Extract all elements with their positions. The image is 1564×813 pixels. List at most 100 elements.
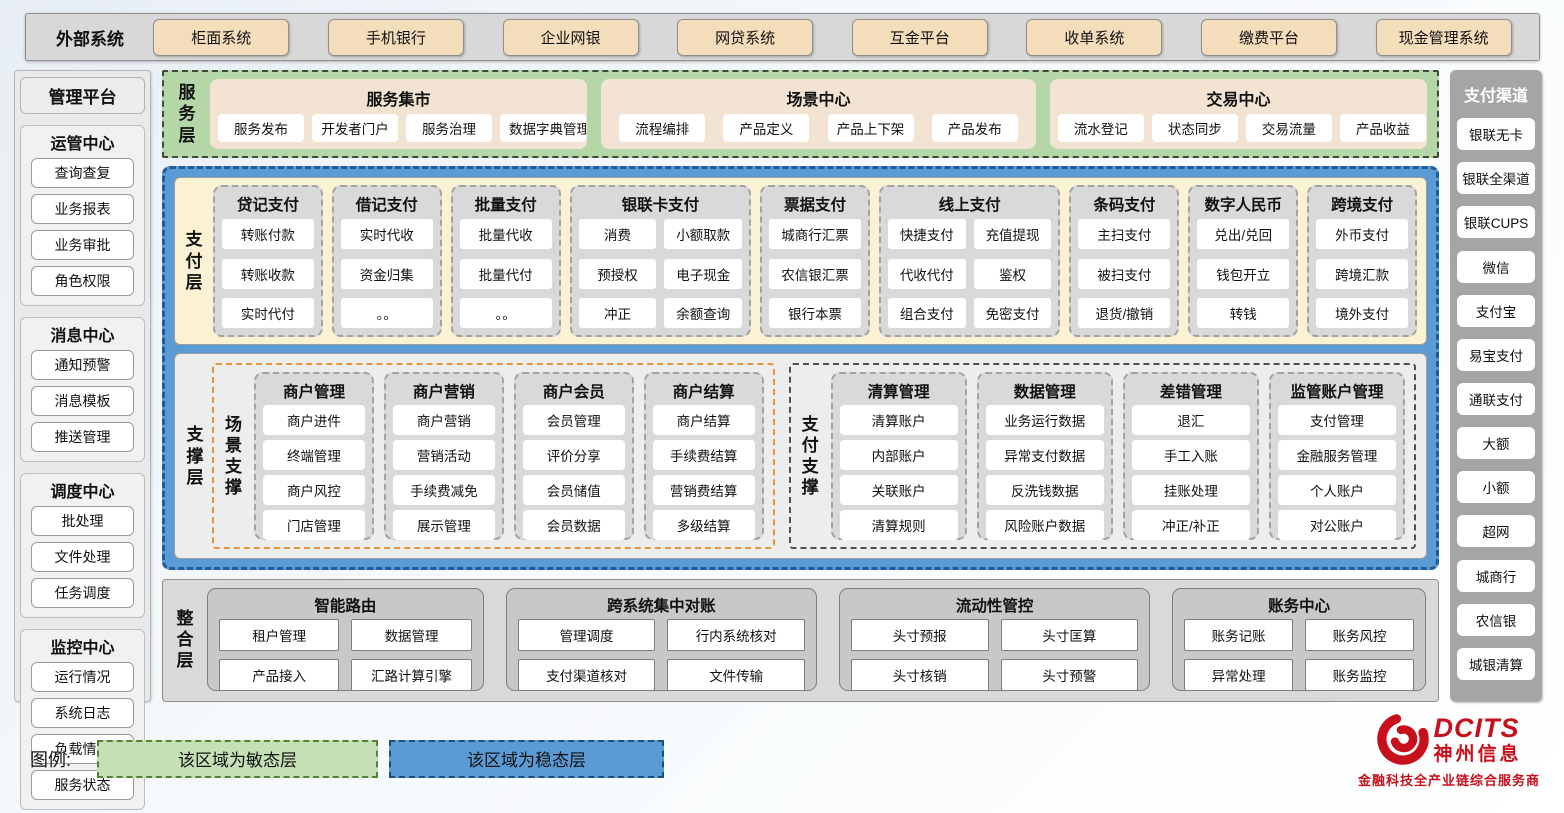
management-item-button[interactable]: 任务调度: [31, 578, 134, 608]
support-item-button[interactable]: 多级结算: [652, 510, 755, 541]
payment-item-button[interactable]: 。。: [340, 298, 433, 329]
support-item-button[interactable]: 风险账户数据: [985, 510, 1104, 541]
payment-item-button[interactable]: 退货/撤销: [1078, 298, 1171, 329]
payment-item-button[interactable]: 境外支付: [1316, 298, 1409, 329]
payment-item-button[interactable]: 农信银汇票: [769, 258, 861, 289]
service-item-button[interactable]: 交易流量: [1245, 114, 1332, 142]
integration-item-button[interactable]: 账务记账: [1184, 619, 1294, 651]
payment-item-button[interactable]: 组合支付: [887, 298, 966, 329]
management-item-button[interactable]: 查询查复: [31, 158, 134, 188]
integration-item-button[interactable]: 头寸预警: [1000, 659, 1139, 691]
support-item-button[interactable]: 门店管理: [263, 510, 365, 541]
service-item-button[interactable]: 状态同步: [1151, 114, 1238, 142]
integration-item-button[interactable]: 头寸核销: [851, 659, 989, 691]
payment-item-button[interactable]: 冲正: [578, 298, 657, 329]
integration-item-button[interactable]: 头寸匡算: [1000, 619, 1139, 651]
payment-item-button[interactable]: 余额查询: [664, 298, 743, 329]
payment-item-button[interactable]: 钱包开立: [1197, 258, 1290, 289]
external-system-button[interactable]: 缴费平台: [1201, 18, 1338, 56]
support-item-button[interactable]: 手续费结算: [652, 440, 755, 471]
support-item-button[interactable]: 手续费减免: [392, 475, 495, 506]
payment-channel-button[interactable]: 银联全渠道: [1457, 162, 1535, 195]
support-item-button[interactable]: 业务运行数据: [985, 405, 1104, 436]
support-item-button[interactable]: 商户进件: [263, 405, 365, 436]
service-item-button[interactable]: 产品上下架: [827, 114, 914, 142]
service-item-button[interactable]: 产品发布: [931, 114, 1018, 142]
support-item-button[interactable]: 异常支付数据: [985, 440, 1104, 471]
integration-item-button[interactable]: 管理调度: [517, 619, 656, 651]
payment-item-button[interactable]: 预授权: [578, 258, 657, 289]
management-item-button[interactable]: 文件处理: [31, 542, 134, 572]
payment-item-button[interactable]: 批量代付: [459, 258, 552, 289]
integration-item-button[interactable]: 支付渠道核对: [517, 659, 656, 691]
management-item-button[interactable]: 运行情况: [31, 662, 134, 692]
integration-item-button[interactable]: 产品接入: [219, 659, 340, 691]
external-system-button[interactable]: 互金平台: [851, 18, 988, 56]
payment-item-button[interactable]: 代收代付: [887, 258, 966, 289]
support-item-button[interactable]: 清算账户: [839, 405, 958, 436]
payment-channel-button[interactable]: 易宝支付: [1457, 338, 1535, 371]
payment-item-button[interactable]: 跨境汇款: [1316, 258, 1409, 289]
service-item-button[interactable]: 服务治理: [406, 114, 492, 142]
service-item-button[interactable]: 流水登记: [1057, 114, 1144, 142]
support-item-button[interactable]: 挂账处理: [1131, 475, 1250, 506]
support-item-button[interactable]: 终端管理: [263, 440, 365, 471]
integration-item-button[interactable]: 数据管理: [351, 619, 472, 651]
support-item-button[interactable]: 金融服务管理: [1277, 440, 1396, 471]
payment-item-button[interactable]: 消费: [578, 218, 657, 249]
integration-item-button[interactable]: 账务风控: [1305, 619, 1415, 651]
payment-channel-button[interactable]: 通联支付: [1457, 382, 1535, 415]
payment-item-button[interactable]: 实时代付: [222, 298, 314, 329]
payment-channel-button[interactable]: 超网: [1457, 515, 1535, 548]
support-item-button[interactable]: 商户风控: [263, 475, 365, 506]
service-item-button[interactable]: 服务发布: [218, 114, 304, 142]
integration-item-button[interactable]: 异常处理: [1184, 659, 1294, 691]
payment-channel-button[interactable]: 城商行: [1457, 559, 1535, 592]
support-item-button[interactable]: 会员管理: [522, 405, 625, 436]
external-system-button[interactable]: 收单系统: [1026, 18, 1163, 56]
support-item-button[interactable]: 商户结算: [652, 405, 755, 436]
management-item-button[interactable]: 角色权限: [31, 266, 134, 296]
service-item-button[interactable]: 开发者门户: [312, 114, 398, 142]
payment-item-button[interactable]: 小额取款: [664, 218, 743, 249]
service-item-button[interactable]: 产品定义: [723, 114, 810, 142]
integration-item-button[interactable]: 头寸预报: [851, 619, 989, 651]
payment-item-button[interactable]: 外币支付: [1316, 218, 1409, 249]
integration-item-button[interactable]: 文件传输: [667, 659, 805, 691]
support-item-button[interactable]: 对公账户: [1277, 510, 1396, 541]
payment-item-button[interactable]: 批量代收: [459, 218, 552, 249]
payment-item-button[interactable]: 转账付款: [222, 218, 314, 249]
payment-channel-button[interactable]: 银联无卡: [1457, 118, 1535, 151]
management-item-button[interactable]: 批处理: [31, 506, 134, 536]
payment-item-button[interactable]: 被扫支付: [1078, 258, 1171, 289]
payment-item-button[interactable]: 充值提现: [973, 218, 1052, 249]
support-item-button[interactable]: 评价分享: [522, 440, 625, 471]
integration-item-button[interactable]: 行内系统核对: [667, 619, 805, 651]
service-item-button[interactable]: 数据字典管理: [500, 114, 586, 142]
external-system-button[interactable]: 网贷系统: [677, 18, 814, 56]
external-system-button[interactable]: 企业网银: [502, 18, 639, 56]
support-item-button[interactable]: 手工入账: [1131, 440, 1250, 471]
external-system-button[interactable]: 柜面系统: [153, 18, 290, 56]
service-item-button[interactable]: 流程编排: [619, 114, 706, 142]
management-item-button[interactable]: 推送管理: [31, 422, 134, 452]
payment-channel-button[interactable]: 微信: [1457, 250, 1535, 283]
payment-item-button[interactable]: 。。: [459, 298, 552, 329]
payment-item-button[interactable]: 电子现金: [664, 258, 743, 289]
support-item-button[interactable]: 展示管理: [392, 510, 495, 541]
support-item-button[interactable]: 内部账户: [839, 440, 958, 471]
payment-channel-button[interactable]: 城银清算: [1457, 647, 1535, 680]
integration-item-button[interactable]: 汇路计算引擎: [351, 659, 472, 691]
service-item-button[interactable]: 产品收益: [1339, 114, 1426, 142]
payment-channel-button[interactable]: 银联CUPS: [1457, 206, 1535, 239]
payment-channel-button[interactable]: 小额: [1457, 471, 1535, 504]
payment-item-button[interactable]: 兑出/兑回: [1197, 218, 1290, 249]
support-item-button[interactable]: 清算规则: [839, 510, 958, 541]
support-item-button[interactable]: 冲正/补正: [1131, 510, 1250, 541]
payment-item-button[interactable]: 主扫支付: [1078, 218, 1171, 249]
support-item-button[interactable]: 反洗钱数据: [985, 475, 1104, 506]
external-system-button[interactable]: 现金管理系统: [1375, 18, 1512, 56]
support-item-button[interactable]: 个人账户: [1277, 475, 1396, 506]
support-item-button[interactable]: 会员数据: [522, 510, 625, 541]
management-item-button[interactable]: 业务报表: [31, 194, 134, 224]
